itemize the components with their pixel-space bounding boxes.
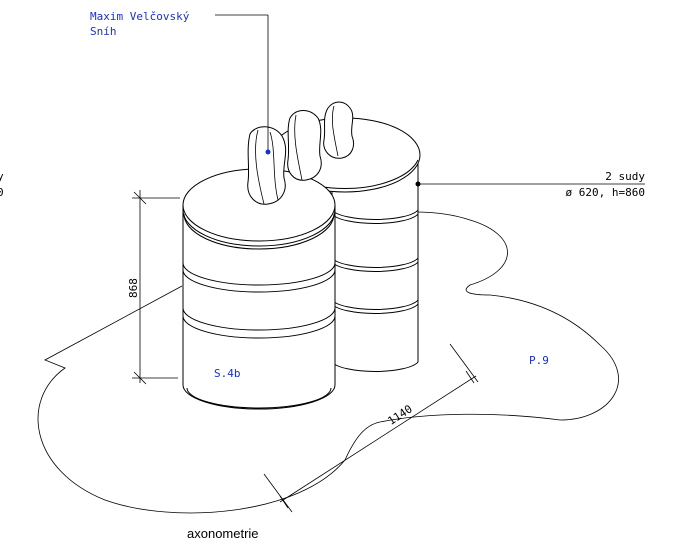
drawing-caption: axonometrie: [187, 526, 259, 541]
snow-sculpture: [247, 101, 355, 205]
tag-area: P.9: [529, 354, 549, 367]
barrel-back: [331, 152, 419, 372]
barrel-front: [182, 204, 336, 410]
leader-right-line1: 2 sudy: [605, 170, 645, 183]
tag-barrel: S.4b: [214, 367, 241, 380]
edge-fragment-line1: y: [0, 170, 4, 183]
ground-area-outline: [37, 211, 619, 514]
edge-fragment-line2: 0: [0, 186, 4, 199]
dimension-width-value: 1140: [385, 402, 414, 427]
leader-right-line2: ø 620, h=860: [566, 186, 645, 199]
dimension-height-value: 868: [127, 278, 140, 298]
leader-top-line2: Sníh: [90, 25, 117, 38]
dimension-height: 868: [127, 190, 180, 385]
leader-top-dot: [265, 149, 271, 155]
leader-top-line1: Maxim Velčovský: [90, 10, 190, 23]
